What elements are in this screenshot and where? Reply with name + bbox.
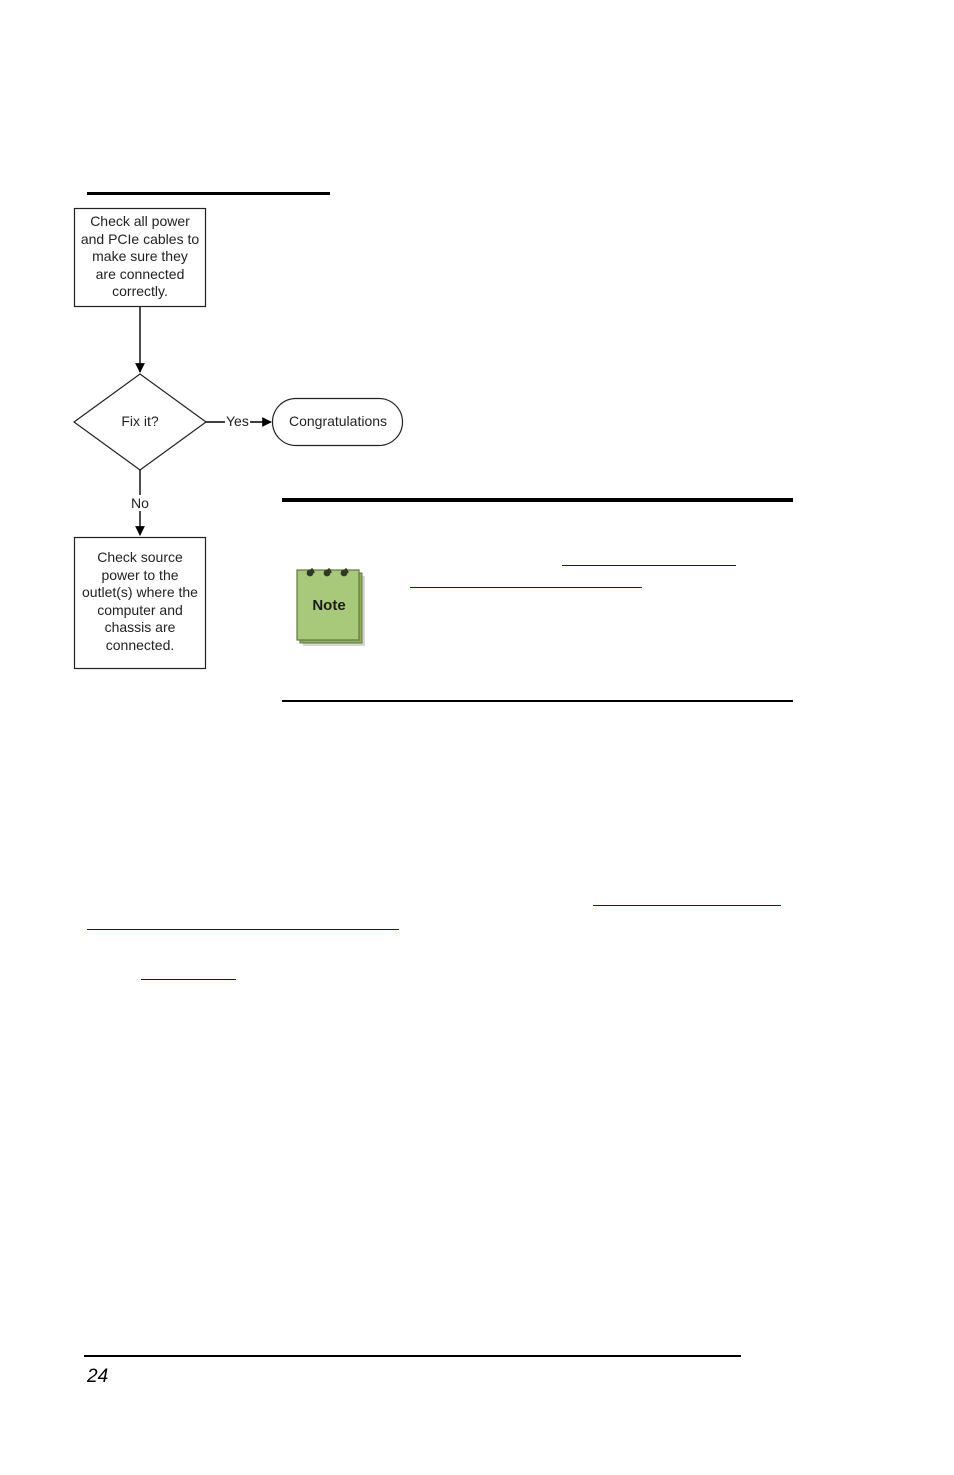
notepad-icon bbox=[296, 568, 365, 646]
step1-text: Check all power and PCIe cables to make … bbox=[75, 213, 205, 301]
note-link-underline-1[interactable] bbox=[562, 565, 736, 566]
step2-line: Check source bbox=[97, 549, 183, 565]
body-link-underline-3[interactable] bbox=[141, 979, 236, 980]
step1-line: Check all power bbox=[90, 213, 190, 229]
body-link-underline-1[interactable] bbox=[593, 905, 781, 906]
decision-text: Fix it? bbox=[121, 413, 159, 429]
yes-label: Yes bbox=[225, 413, 250, 429]
body-link-underline-2[interactable] bbox=[87, 929, 399, 930]
flowchart-terminal-congratulations bbox=[271, 397, 404, 447]
note-rule-bottom bbox=[282, 700, 793, 702]
step1-line: and PCIe cables to bbox=[80, 230, 200, 247]
step2-text: Check source power to the outlet(s) wher… bbox=[75, 549, 205, 654]
flowchart bbox=[72, 207, 404, 670]
step2-line: connected. bbox=[105, 636, 175, 653]
step2-line: computer and bbox=[97, 601, 183, 618]
step2-line: chassis are bbox=[104, 619, 176, 635]
step2-line: outlet(s) where the bbox=[82, 584, 198, 600]
footer-rule bbox=[84, 1355, 741, 1357]
step1-line: are connected bbox=[95, 265, 185, 282]
flowchart-step-check-source-power bbox=[73, 536, 207, 670]
section-rule-top bbox=[87, 192, 330, 195]
note-icon-label: Note bbox=[312, 597, 346, 614]
note-rule-top bbox=[282, 498, 793, 502]
step1-line: correctly. bbox=[112, 283, 168, 299]
step1-line: make sure they bbox=[92, 248, 188, 264]
no-label: No bbox=[130, 495, 150, 511]
page-number: 24 bbox=[87, 1366, 109, 1387]
terminal-text: Congratulations bbox=[288, 413, 388, 429]
note-link-underline-2[interactable] bbox=[410, 587, 642, 588]
flowchart-step-check-cables bbox=[73, 207, 207, 308]
step2-line: power to the bbox=[101, 566, 179, 583]
